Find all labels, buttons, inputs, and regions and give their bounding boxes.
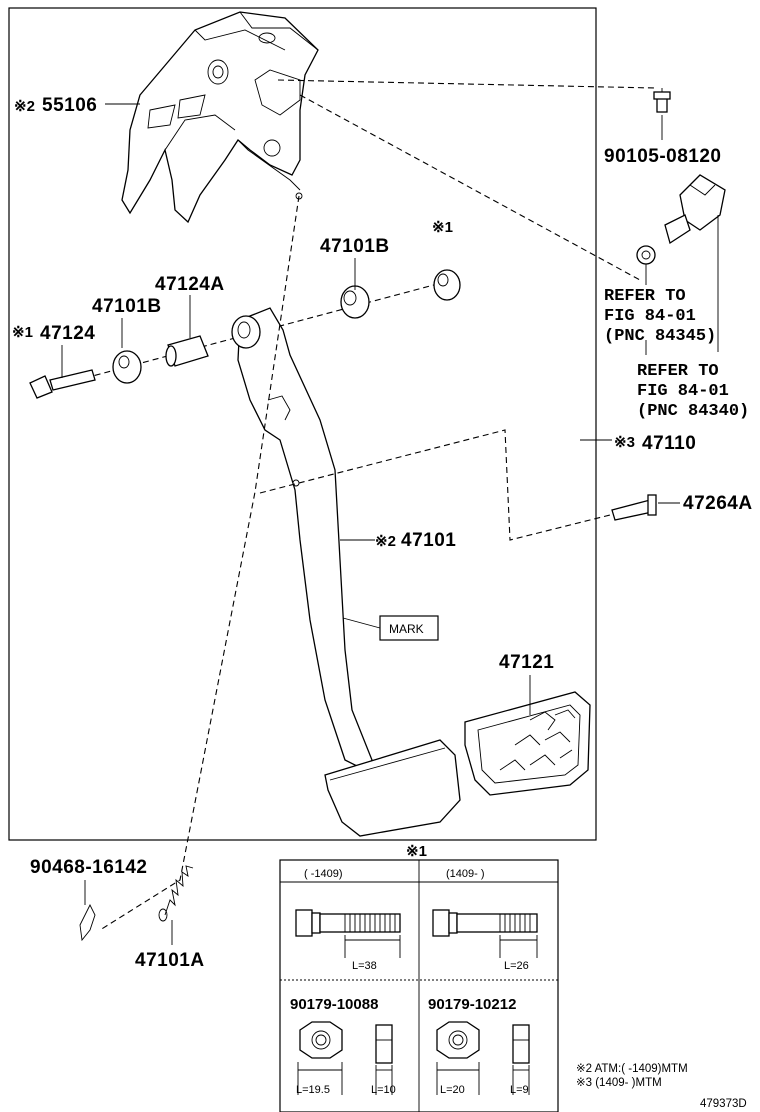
mark-label: MARK [389,622,424,636]
svg-text:(PNC 84340): (PNC 84340) [637,402,749,421]
figure-id: 479373D [700,1098,747,1110]
bolt1-length: L=38 [352,960,377,972]
bolt2-length: L=26 [504,960,529,972]
col1-header: ( -1409) [304,868,343,880]
pedal-pad-cover [464,675,591,796]
mark-1-47124: ※1 [12,324,33,341]
refer-note-2: REFER TO FIG 84-01 (PNC 84340) [637,362,749,421]
part-47264A: 47264A [683,493,753,514]
nut2-l2: L=9 [510,1084,529,1096]
svg-text:FIG 84-01: FIG 84-01 [637,382,729,401]
part-90105: 90105-08120 [604,146,722,167]
nut1-l1: L=19.5 [296,1084,330,1096]
nut1-l2: L=10 [371,1084,396,1096]
main-frame [8,7,597,841]
part-47101A: 47101A [135,950,205,971]
note-3: ※3 (1409- )MTM [576,1077,662,1089]
switch-nut [636,245,656,355]
svg-text:REFER TO: REFER TO [604,287,686,306]
mark-2-55106: ※2 [14,98,35,115]
bolt-short [432,909,538,958]
nut-2 [436,1021,530,1095]
return-spring [158,865,194,945]
part-47110: 47110 [642,433,696,454]
note-2: ※2 ATM:( -1409)MTM [576,1063,688,1075]
mark-callout-box [379,615,439,641]
part-47121: 47121 [499,652,554,673]
brake-pedal-arm [231,307,381,771]
svg-text:FIG 84-01: FIG 84-01 [604,307,696,326]
stop-lamp-switch [664,174,726,352]
collar-47101B-left [112,318,142,384]
svg-text:REFER TO: REFER TO [637,362,719,381]
pedal-pad [324,739,461,837]
part-90468: 90468-16142 [30,857,148,878]
col2-header: (1409- ) [446,868,485,880]
bolt-nut-table [279,859,559,1112]
bolt-90105 [653,88,671,113]
mark-1-nut: ※1 [432,219,453,236]
nut2-l1: L=20 [440,1084,465,1096]
table-mark: ※1 [406,843,427,860]
mark-3-47110: ※3 [614,434,635,451]
nut2-part: 90179-10212 [428,996,516,1013]
nut-1 [297,1021,393,1095]
part-47124A: 47124A [155,274,225,295]
refer-note-1: REFER TO FIG 84-01 (PNC 84345) [604,287,716,346]
nut1-part: 90179-10088 [290,996,378,1013]
pin-47264A [611,494,680,521]
collar-47101B-top [340,258,370,319]
pedal-bracket [121,11,319,224]
part-47101: 47101 [401,530,456,551]
svg-text:(PNC 84345): (PNC 84345) [604,327,716,346]
bolt-long [295,909,401,958]
clip-90468 [79,880,96,942]
part-47124: 47124 [40,323,95,344]
nut-top [433,269,461,301]
part-55106: 55106 [42,95,97,116]
bushing-47124A [165,295,209,367]
bolt-47124 [29,345,96,399]
part-47101B-left: 47101B [92,296,162,317]
mark-2-47101: ※2 [375,533,396,550]
part-47101B-top: 47101B [320,236,390,257]
